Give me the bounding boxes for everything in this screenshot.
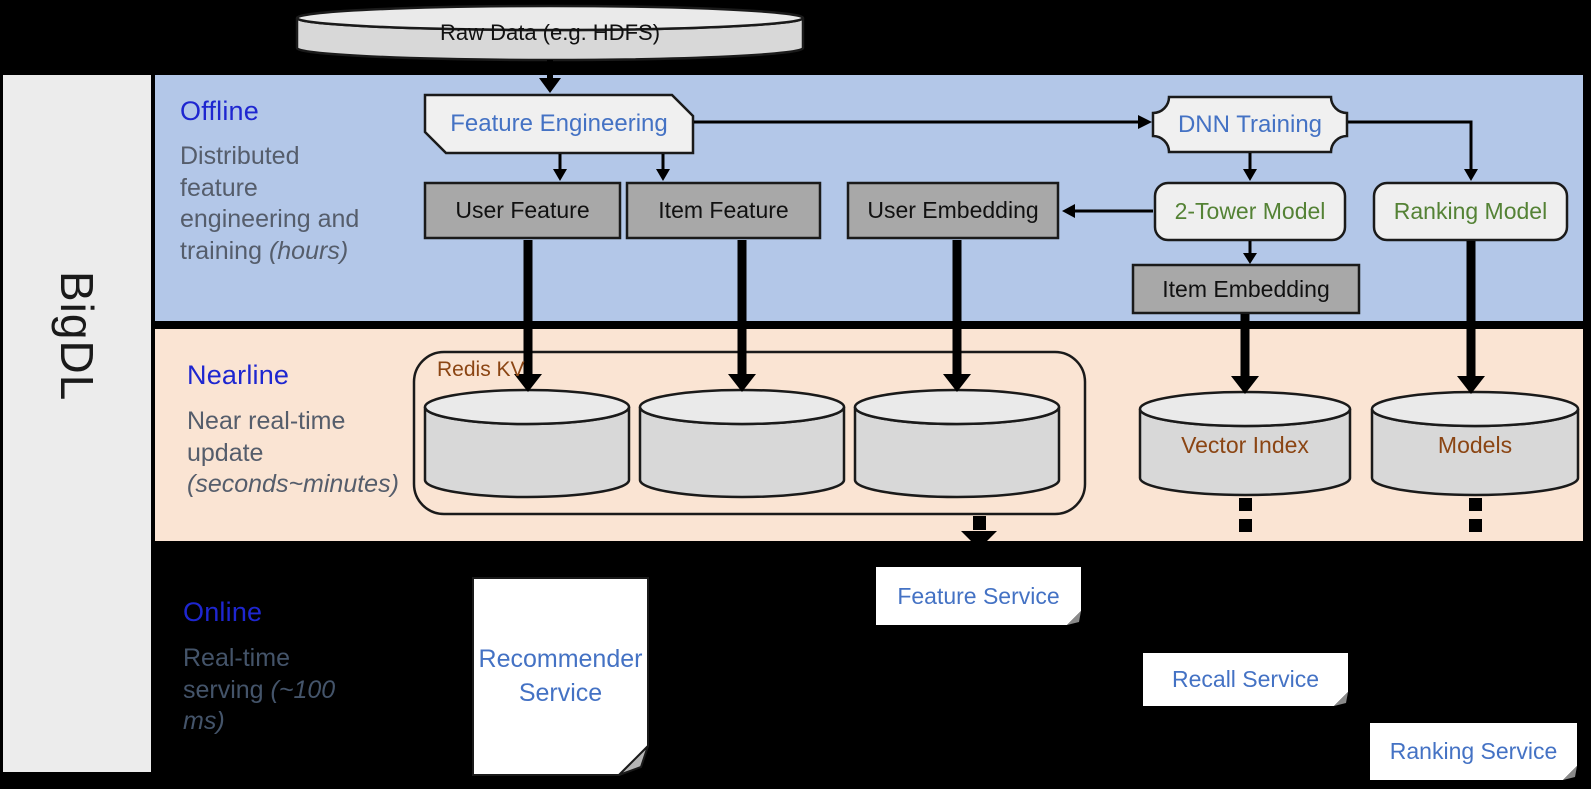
feature-engineering-node: [423, 93, 695, 155]
ranking-model-node: [1372, 181, 1569, 242]
recommender-service-document: [472, 577, 649, 776]
arrow-dnn-to-two-tower: [1243, 153, 1257, 181]
raw-data-cylinder: [295, 4, 805, 62]
user-embedding-node: [846, 181, 1060, 240]
recommender-service-label: Recommender Service: [478, 644, 643, 707]
dnn-training-node: [1151, 95, 1349, 154]
two-tower-model-label: 2-Tower Model: [1174, 198, 1326, 224]
arrow-user-embedding-to-redis: [943, 240, 971, 392]
models-cylinder: [1370, 390, 1580, 497]
offline-section-subtitle: Distributed feature engineering and trai…: [180, 142, 360, 265]
arrow-two-tower-to-item-embedding: [1243, 241, 1257, 264]
recall-service-card: [1143, 653, 1348, 706]
arrow-two-tower-to-user-embedding: [1062, 204, 1153, 218]
arrow-ranking-model-to-models: [1457, 241, 1485, 394]
nearline-section-subtitle: Near real-time update (seconds~minutes): [187, 407, 399, 498]
item-feature-node: [625, 181, 822, 240]
redis-cylinder-1: [423, 388, 631, 499]
item-feature-label: Item Feature: [658, 197, 789, 223]
raw-data-label: Raw Data (e.g. HDFS): [439, 20, 661, 45]
dashed-connector-models-to-ranking-service: [1469, 498, 1482, 532]
ranking-service-label: Ranking Service: [1389, 738, 1558, 764]
user-feature-label: User Feature: [455, 197, 590, 223]
arrow-rawdata-to-feature-engineering: [539, 60, 561, 93]
dnn-training-label: DNN Training: [1177, 110, 1323, 138]
arrow-dnn-to-ranking-model: [1348, 120, 1478, 181]
offline-section-title: Offline: [180, 96, 259, 126]
redis-kv-container: [412, 350, 1087, 516]
vector-index-cylinder: [1138, 390, 1352, 497]
bigdl-brand-label: BigDL: [51, 271, 103, 402]
arrow-user-feature-to-redis: [514, 240, 542, 392]
ranking-model-label: Ranking Model: [1393, 198, 1548, 224]
arrow-item-embedding-to-vector-index: [1231, 314, 1259, 394]
nearline-section-title: Nearline: [187, 360, 290, 390]
dashed-arrow-redis-to-feature-service: [961, 516, 997, 549]
user-feature-node: [423, 181, 622, 240]
dashed-connector-vector-index-to-recall-service: [1239, 498, 1252, 532]
user-embedding-label: User Embedding: [867, 197, 1039, 223]
feature-service-card: [876, 567, 1081, 625]
bigdl-sidebar: BigDL: [3, 75, 151, 772]
redis-cylinder-3: [853, 388, 1061, 499]
redis-kv-label: Redis KV: [437, 358, 525, 381]
item-embedding-node: [1131, 263, 1361, 315]
two-tower-model-node: [1153, 181, 1347, 242]
recall-service-label: Recall Service: [1172, 666, 1319, 692]
arrow-fe-to-user-feature: [553, 154, 567, 181]
item-embedding-label: Item Embedding: [1162, 275, 1330, 302]
online-section-title: Online: [183, 597, 263, 627]
online-section-subtitle: Real-time serving (~100 ms): [183, 644, 336, 735]
vector-index-label: Vector Index: [1181, 432, 1309, 458]
arrow-fe-to-dnn: [694, 115, 1152, 129]
ranking-service-card: [1370, 723, 1577, 780]
feature-engineering-label: Feature Engineering: [450, 110, 668, 137]
arrow-item-feature-to-redis: [728, 240, 756, 392]
arrow-fe-to-item-feature: [656, 154, 670, 181]
redis-cylinder-2: [638, 388, 846, 499]
models-label: Models: [1437, 432, 1513, 458]
feature-service-label: Feature Service: [897, 582, 1060, 609]
